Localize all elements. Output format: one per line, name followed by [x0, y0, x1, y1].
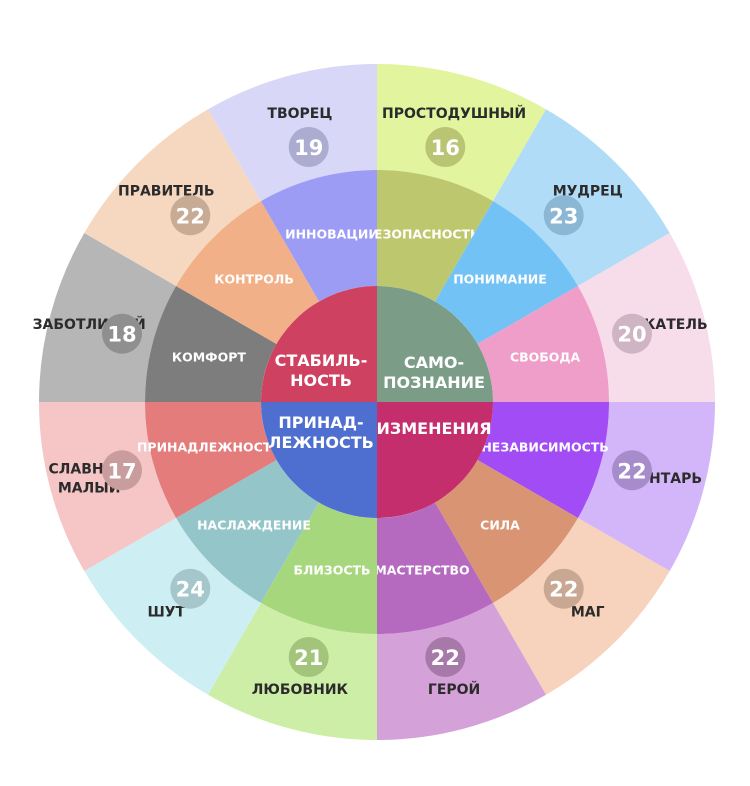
- archetype-number: 20: [617, 323, 646, 347]
- core-label-line: ЛЕЖНОСТЬ: [268, 433, 374, 452]
- archetype-name-line: ЛЮБОВНИК: [252, 682, 349, 698]
- archetype-segment: [493, 518, 670, 695]
- core-label-line: ИЗМЕНЕНИЯ: [376, 419, 491, 438]
- archetype-number-badge: [102, 313, 142, 354]
- archetype-segment: [84, 518, 261, 695]
- archetype-name-line: ШУТ: [147, 605, 185, 621]
- archetype-number: 17: [107, 459, 136, 483]
- value-segment: [377, 170, 493, 302]
- archetype-name: МАГ: [571, 605, 605, 621]
- outer-ring: ПРОСТОДУШНЫЙ16МУДРЕЦ23ИСКАТЕЛЬ20БУНТАРЬ2…: [33, 64, 715, 740]
- archetype-segment: [493, 109, 670, 286]
- archetype-segment: [577, 402, 715, 571]
- core-label: ИЗМЕНЕНИЯ: [376, 419, 491, 438]
- value-segment: [261, 502, 377, 635]
- archetype-number-badge: [612, 450, 652, 491]
- archetype-number-badge: [612, 313, 652, 354]
- value-label: КОМФОРТ: [172, 350, 246, 365]
- archetype-name: МУДРЕЦ: [553, 183, 623, 199]
- value-label: НАСЛАЖДЕНИЕ: [197, 518, 311, 533]
- archetype-number-badge: [170, 568, 211, 609]
- archetype-number-badge: [425, 637, 466, 677]
- core-quadrant: [377, 286, 493, 402]
- value-segment: [377, 502, 493, 635]
- value-label: БЛИЗОСТЬ: [293, 563, 370, 578]
- archetype-name-line: ГЕРОЙ: [428, 681, 480, 698]
- value-label: СВОБОДА: [510, 350, 581, 365]
- archetype-number: 22: [431, 646, 460, 670]
- value-label: ИННОВАЦИИ: [285, 226, 379, 241]
- archetype-name-line: МАГ: [571, 605, 605, 621]
- archetype-segment: [377, 602, 546, 740]
- archetype-number: 22: [617, 459, 646, 483]
- archetype-number-badge: [288, 127, 329, 167]
- archetype-segment: [39, 233, 177, 402]
- value-label: БЕЗОПАСНОСТЬ: [364, 226, 479, 241]
- archetype-number: 23: [549, 204, 578, 228]
- archetype-number: 24: [176, 578, 205, 602]
- value-label: НЕЗАВИСИМОСТЬ: [481, 440, 608, 455]
- core-label: ПРИНАД-ЛЕЖНОСТЬ: [268, 413, 374, 452]
- archetype-name: ТВОРЕЦ: [267, 106, 332, 122]
- value-segment: [477, 402, 609, 518]
- value-segment: [145, 402, 277, 518]
- archetype-number: 18: [107, 323, 136, 347]
- archetype-name: ПРОСТОДУШНЫЙ: [382, 105, 526, 122]
- archetype-name: ГЕРОЙ: [428, 681, 480, 698]
- archetype-name-line: МАЛЫЙ: [58, 480, 121, 497]
- archetype-segment: [84, 109, 261, 286]
- value-segment: [261, 170, 377, 302]
- value-label: ПРИНАДЛЕЖНОСТЬ: [137, 440, 281, 455]
- archetype-number: 19: [294, 136, 323, 160]
- core-label-line: САМО-: [404, 353, 464, 372]
- core-label-line: НОСТЬ: [290, 371, 352, 390]
- value-segment: [145, 286, 277, 402]
- archetype-name: ЛЮБОВНИК: [252, 682, 349, 698]
- archetype-number: 16: [431, 136, 460, 160]
- archetype-number-badge: [425, 127, 466, 167]
- archetype-name: ПРАВИТЕЛЬ: [118, 183, 215, 199]
- archetype-number-badge: [102, 450, 142, 491]
- archetype-segment: [377, 64, 546, 202]
- archetype-name: ШУТ: [147, 605, 185, 621]
- core-quadrant: [377, 402, 493, 518]
- archetype-number-badge: [170, 195, 211, 236]
- archetype-segment: [208, 64, 377, 202]
- value-segment: [176, 460, 319, 603]
- value-label: ПОНИМАНИЕ: [453, 272, 547, 287]
- archetype-number: 22: [176, 204, 205, 228]
- value-segment: [435, 201, 578, 344]
- archetype-segment: [208, 602, 377, 740]
- core-quadrant: [261, 402, 377, 518]
- core-label-line: ПРИНАД-: [278, 413, 363, 432]
- core-label-line: ПОЗНАНИЕ: [383, 373, 485, 392]
- value-label: МАСТЕРСТВО: [374, 563, 469, 578]
- value-label: СИЛА: [480, 518, 520, 533]
- archetype-name-line: ТВОРЕЦ: [267, 106, 332, 122]
- value-label: КОНТРОЛЬ: [214, 272, 294, 287]
- value-segment: [477, 286, 609, 402]
- value-segment: [176, 201, 319, 344]
- archetype-name-line: ПРОСТОДУШНЫЙ: [382, 105, 526, 122]
- value-segment: [435, 460, 578, 603]
- core-label-line: СТАБИЛЬ-: [275, 351, 368, 370]
- archetype-segment: [577, 233, 715, 402]
- core-quadrant: [261, 286, 377, 402]
- core-ring: САМО-ПОЗНАНИЕИЗМЕНЕНИЯПРИНАД-ЛЕЖНОСТЬСТА…: [261, 286, 493, 518]
- archetype-number-badge: [543, 195, 584, 236]
- archetype-segment: [39, 402, 177, 571]
- archetype-name-line: ПРАВИТЕЛЬ: [118, 183, 215, 199]
- archetype-number: 22: [549, 578, 578, 602]
- archetype-number-badge: [288, 637, 329, 677]
- core-label: СТАБИЛЬ-НОСТЬ: [275, 351, 368, 390]
- archetype-name-line: МУДРЕЦ: [553, 183, 623, 199]
- middle-ring: БЕЗОПАСНОСТЬ ПОНИМАНИЕ СВОБОДА НЕЗАВИСИМОСТ…: [137, 170, 609, 635]
- archetype-number-badge: [543, 568, 584, 609]
- core-label: САМО-ПОЗНАНИЕ: [383, 353, 485, 392]
- archetype-number: 21: [294, 646, 323, 670]
